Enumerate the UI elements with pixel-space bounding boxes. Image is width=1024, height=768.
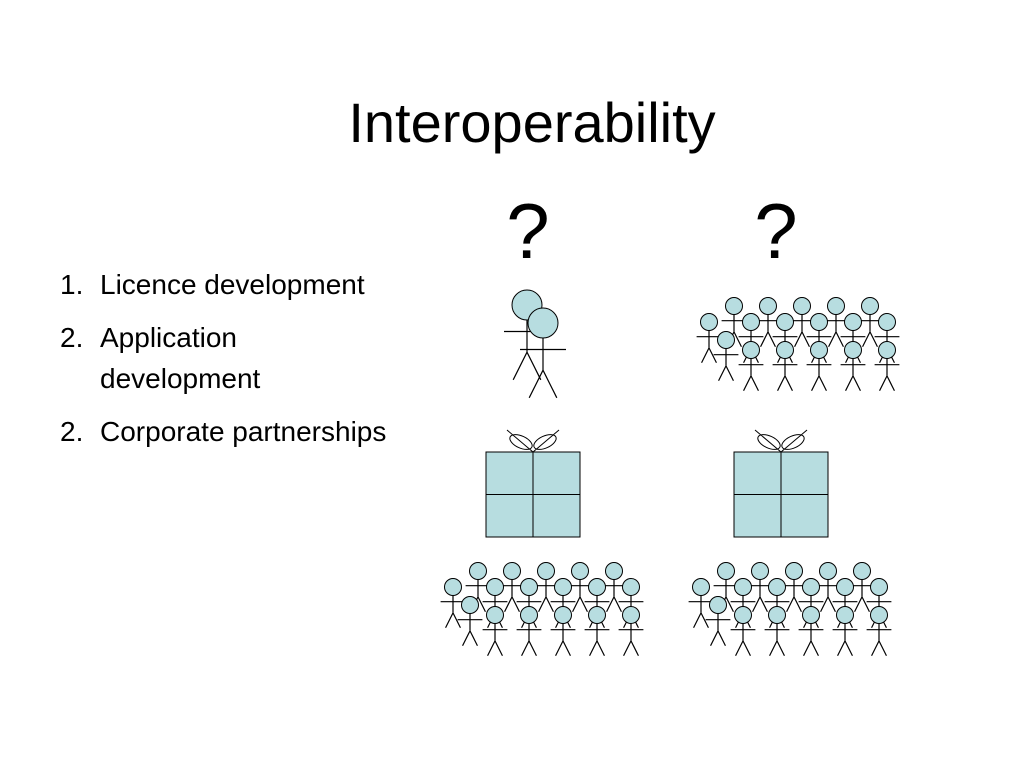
list-item: 1. Licence development	[60, 264, 390, 305]
stick-figure-icon	[840, 341, 866, 392]
stick-figure-icon	[584, 606, 610, 657]
stick-figure-icon	[457, 596, 483, 647]
stick-figure-icon	[789, 297, 815, 348]
question-mark-left: ?	[506, 187, 550, 275]
stick-figure-icon	[806, 341, 832, 392]
stick-figure-icon	[688, 578, 714, 629]
stick-figure-icon	[840, 313, 866, 364]
list-item-text: Application development	[100, 322, 261, 394]
stick-figure-icon	[713, 331, 739, 382]
stick-figure-icon	[857, 297, 883, 348]
stick-figure-icon	[482, 606, 508, 657]
stick-figure-icon	[516, 606, 542, 657]
stick-figure-icon	[730, 606, 756, 657]
list-item-number: 2.	[60, 416, 84, 447]
numbered-list: 1. Licence development 2. Application de…	[60, 264, 390, 464]
list-item: 2. Application development	[60, 317, 390, 399]
stick-figure-icon	[866, 606, 892, 657]
stick-figure-icon	[755, 297, 781, 348]
group-bottom-left-icon	[440, 562, 644, 657]
list-item-number: 1.	[60, 269, 84, 300]
stick-figure-icon	[440, 578, 466, 629]
group-bottom-right-icon	[688, 562, 892, 657]
stick-figure-icon	[696, 313, 722, 364]
question-mark-right: ?	[754, 187, 798, 275]
slide-title: Interoperability	[348, 91, 716, 154]
stick-figure-icon	[798, 606, 824, 657]
stick-figure-icon	[823, 297, 849, 348]
list-item-number: 2.	[60, 322, 84, 353]
list-item-text: Licence development	[100, 269, 365, 300]
stick-figure-icon	[832, 606, 858, 657]
individual-pair-icon	[504, 289, 566, 399]
stick-figure-icon	[721, 297, 747, 348]
stick-figure-icon	[772, 341, 798, 392]
list-item-text: Corporate partnerships	[100, 416, 387, 447]
stick-figure-icon	[520, 307, 566, 399]
stick-figure-icon	[764, 606, 790, 657]
group-top-right-icon	[696, 297, 900, 392]
stick-figure-icon	[533, 562, 559, 613]
stick-figure-icon	[747, 562, 773, 613]
stick-figure-icon	[618, 606, 644, 657]
stick-figure-icon	[815, 562, 841, 613]
gift-box-right-icon	[733, 429, 829, 538]
stick-figure-icon	[738, 341, 764, 392]
stick-figure-icon	[705, 596, 731, 647]
gift-box-left-icon	[485, 429, 581, 538]
list-item: 2. Corporate partnerships	[60, 411, 390, 452]
stick-figure-icon	[550, 606, 576, 657]
stick-figure-icon	[874, 341, 900, 392]
